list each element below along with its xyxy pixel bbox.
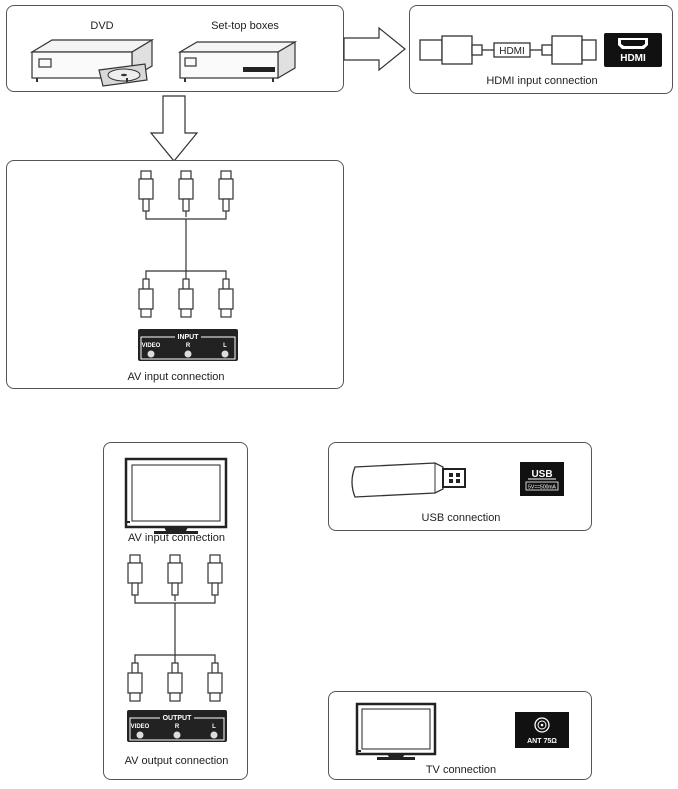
av-output-port-video: VIDEO xyxy=(131,724,150,730)
av-input-port-video: VIDEO xyxy=(142,343,161,349)
settop-box-icon xyxy=(177,40,298,82)
av-input-title: INPUT xyxy=(178,334,200,341)
antenna-port-label: ANT 75Ω xyxy=(527,738,557,745)
dvd-label: DVD xyxy=(90,20,114,32)
av-input-panel-ports-icon: INPUT VIDEO R L xyxy=(138,329,238,361)
hdmi-port-icon: HDMI xyxy=(604,33,662,67)
usb-port-sublabel: 5V==500mA xyxy=(528,485,556,491)
usb-panel: USB 5V==500mA USB connection xyxy=(328,442,592,531)
av-input-port-l: L xyxy=(223,343,227,349)
rca-cable-icon xyxy=(127,554,223,702)
usb-port-label: USB xyxy=(531,469,552,480)
av-input-caption: AV input connection xyxy=(127,371,225,383)
hdmi-caption: HDMI input connection xyxy=(486,75,598,87)
usb-caption: USB connection xyxy=(421,512,501,524)
tv-panel: ANT 75Ω TV connection xyxy=(328,691,592,780)
dvd-player-icon xyxy=(29,38,155,87)
antenna-port-icon: ANT 75Ω xyxy=(515,712,569,748)
tv-icon xyxy=(124,457,228,534)
av-output-title: OUTPUT xyxy=(163,715,193,722)
av-output-panel-ports-icon: OUTPUT VIDEO R L xyxy=(127,710,227,742)
av-output-panel: AV input connection OUTPUT VIDEO R L xyxy=(103,442,248,780)
usb-stick-icon xyxy=(351,462,466,498)
arrow-down-icon xyxy=(149,95,199,162)
tv-caption: TV connection xyxy=(425,764,497,776)
usb-port-icon: USB 5V==500mA xyxy=(520,462,564,496)
hdmi-panel: HDMI HDMI HDMI input connection xyxy=(409,5,673,94)
av-output-caption: AV output connection xyxy=(124,755,229,767)
hdmi-cable-icon: HDMI xyxy=(419,35,597,65)
settop-label: Set-top boxes xyxy=(211,20,279,32)
av-output-port-l: L xyxy=(212,724,216,730)
sources-panel: DVD Set-top boxes xyxy=(6,5,344,92)
rca-cable-icon xyxy=(138,170,234,318)
hdmi-port-label: HDMI xyxy=(620,53,646,64)
tv-icon xyxy=(355,702,437,760)
hdmi-cable-label: HDMI xyxy=(499,46,525,57)
av-output-tv-caption: AV input connection xyxy=(127,532,226,544)
av-input-port-r: R xyxy=(186,343,191,349)
av-input-panel: INPUT VIDEO R L AV input connection xyxy=(6,160,344,389)
arrow-right-icon xyxy=(343,26,406,72)
av-output-port-r: R xyxy=(175,724,180,730)
